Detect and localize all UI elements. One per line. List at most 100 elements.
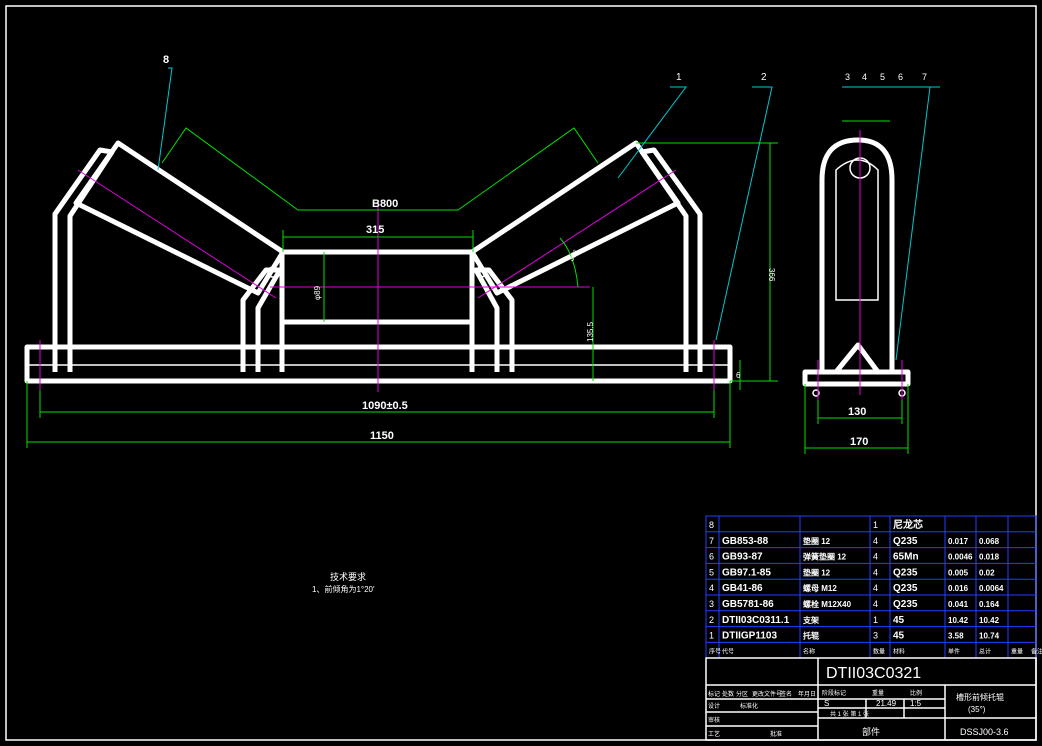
parts-cell-no: 1 (709, 631, 714, 641)
parts-cell-qty: 4 (873, 567, 878, 577)
parts-cell-code: GB41-86 (722, 583, 763, 594)
parts-cell-name: 垫圈 12 (803, 567, 831, 577)
row-label-3: 分区 (736, 690, 748, 698)
sheet-info: 共 1 张 第 1 张 (830, 710, 869, 718)
length-315-label: 315 (366, 224, 384, 236)
parts-cell-name: 支架 (802, 615, 819, 625)
parts-cell-name: 螺母 M12 (803, 583, 837, 593)
side-view: 130 170 3 4 5 6 7 (802, 72, 940, 454)
notes-title: 技术要求 (330, 571, 366, 582)
left-wing-roller (73, 140, 286, 296)
parts-cell-qty: 4 (873, 536, 878, 546)
weight-value: 21.49 (876, 699, 897, 708)
parts-cell-mat: 45 (893, 615, 905, 626)
row-label-6: 年月日 (798, 690, 816, 698)
belt-width-label: B800 (372, 198, 398, 210)
leader-2 (715, 86, 773, 341)
parts-cell-qty: 1 (873, 520, 878, 530)
balloon-6: 6 (898, 72, 903, 82)
parts-cell-qty: 3 (873, 631, 878, 641)
sign-label-3: 审核 (708, 716, 720, 724)
sign-label-4: 工艺 (708, 730, 720, 738)
balloon-4: 4 (862, 72, 867, 82)
parts-cell-w1: 3.58 (948, 632, 964, 641)
side-gusset (834, 342, 881, 374)
parts-header-label: 单件 (948, 647, 960, 655)
title-block: DTII03C0321 槽形前倾托辊 (35°) S 21.49 1:5 共 1… (705, 657, 1037, 741)
parts-header-label: 名称 (803, 647, 815, 655)
parts-cell-w2: 0.02 (979, 568, 995, 577)
parts-cell-mat: 65Mn (893, 552, 919, 563)
parts-header-label: 备注 (1031, 647, 1042, 655)
sign-label-5: 批准 (770, 730, 782, 738)
row-label-5: 签名 (780, 690, 792, 698)
stage-label-1: 阶段标记 (822, 689, 846, 697)
leader-1 (617, 86, 687, 179)
parts-cell-no: 7 (709, 536, 714, 546)
parts-cell-w1: 0.016 (948, 584, 969, 593)
side-bracket-inner (835, 159, 879, 301)
parts-cell-mat: Q235 (893, 536, 918, 547)
parts-cell-code: GB97.1-85 (722, 567, 771, 578)
height-135-label: 135.5 (586, 321, 595, 342)
right-wing-roller (469, 140, 681, 296)
parts-cell-no: 6 (709, 552, 714, 562)
parts-cell-name: 弹簧垫圈 12 (803, 552, 847, 562)
parts-cell-no: 4 (709, 583, 714, 593)
diameter-label: φ89 (313, 285, 322, 300)
parts-cell-w2: 0.068 (979, 537, 1000, 546)
parts-cell-w2: 0.018 (979, 553, 1000, 562)
scale-value: 1:5 (910, 699, 922, 708)
drawing-number: DTII03C0321 (826, 665, 921, 682)
belt-width-dimension (161, 127, 599, 211)
side-bracket (819, 137, 895, 372)
parts-cell-name: 托辊 (803, 631, 819, 641)
product-name: 槽形前倾托辊 (956, 692, 1004, 702)
parts-cell-w2: 0.164 (979, 600, 1000, 609)
parts-cell-mat: Q235 (893, 583, 918, 594)
parts-cell-qty: 1 (873, 615, 878, 625)
side-170-label: 170 (850, 436, 868, 448)
product-angle: (35°) (968, 705, 986, 714)
parts-header-label: 代号 (722, 647, 734, 655)
parts-cell-mat: 45 (893, 631, 905, 642)
right-outer-bracket (639, 147, 703, 372)
sign-label-1: 设计 (708, 702, 720, 710)
parts-cell-mat: Q235 (893, 599, 918, 610)
balloon-2: 2 (761, 72, 767, 83)
stage-label-2: 重量 (872, 689, 884, 697)
balloon-8: 8 (163, 54, 169, 66)
side-130-label: 130 (848, 406, 866, 418)
parts-cell-code: DTIIGP1103 (722, 631, 777, 642)
left-roller-axis (77, 169, 277, 299)
height-366-label: 366 (767, 268, 776, 282)
right-roller-axis (477, 169, 677, 299)
right-inner-support (473, 267, 515, 372)
left-outer-bracket (52, 147, 115, 372)
parts-header-label: 重量 (1011, 647, 1023, 655)
parts-cell-code: GB853-88 (722, 536, 769, 547)
row-label-2: 处数 (722, 690, 734, 698)
sign-label-2: 标准化 (740, 702, 758, 710)
parts-header-label: 数量 (873, 647, 885, 655)
technical-notes: 技术要求 1、前倾角为1°20′ (312, 571, 375, 594)
parts-cell-code: DTII03C0311.1 (722, 615, 790, 626)
parts-cell-w2: 0.0064 (979, 584, 1004, 593)
parts-cell-name: 螺栓 M12X40 (803, 599, 852, 609)
width-1090-label: 1090±0.5 (362, 400, 408, 412)
parts-cell-w1: 0.0046 (948, 553, 973, 562)
parts-cell-code: GB5781-86 (722, 599, 774, 610)
notes-line-1: 1、前倾角为1°20′ (312, 584, 375, 594)
stage-label-3: 比例 (910, 689, 922, 697)
leader-8 (157, 67, 173, 171)
parts-cell-w1: 0.005 (948, 568, 969, 577)
left-inner-support (240, 267, 283, 372)
side-base (802, 369, 911, 387)
angle-arc (559, 237, 579, 288)
width-1150-label: 1150 (370, 430, 394, 442)
row-label-1: 标记 (708, 690, 720, 698)
parts-cell-no: 3 (709, 599, 714, 609)
parts-cell-w1: 0.017 (948, 537, 969, 546)
dim-6-label: 6 (736, 371, 741, 380)
